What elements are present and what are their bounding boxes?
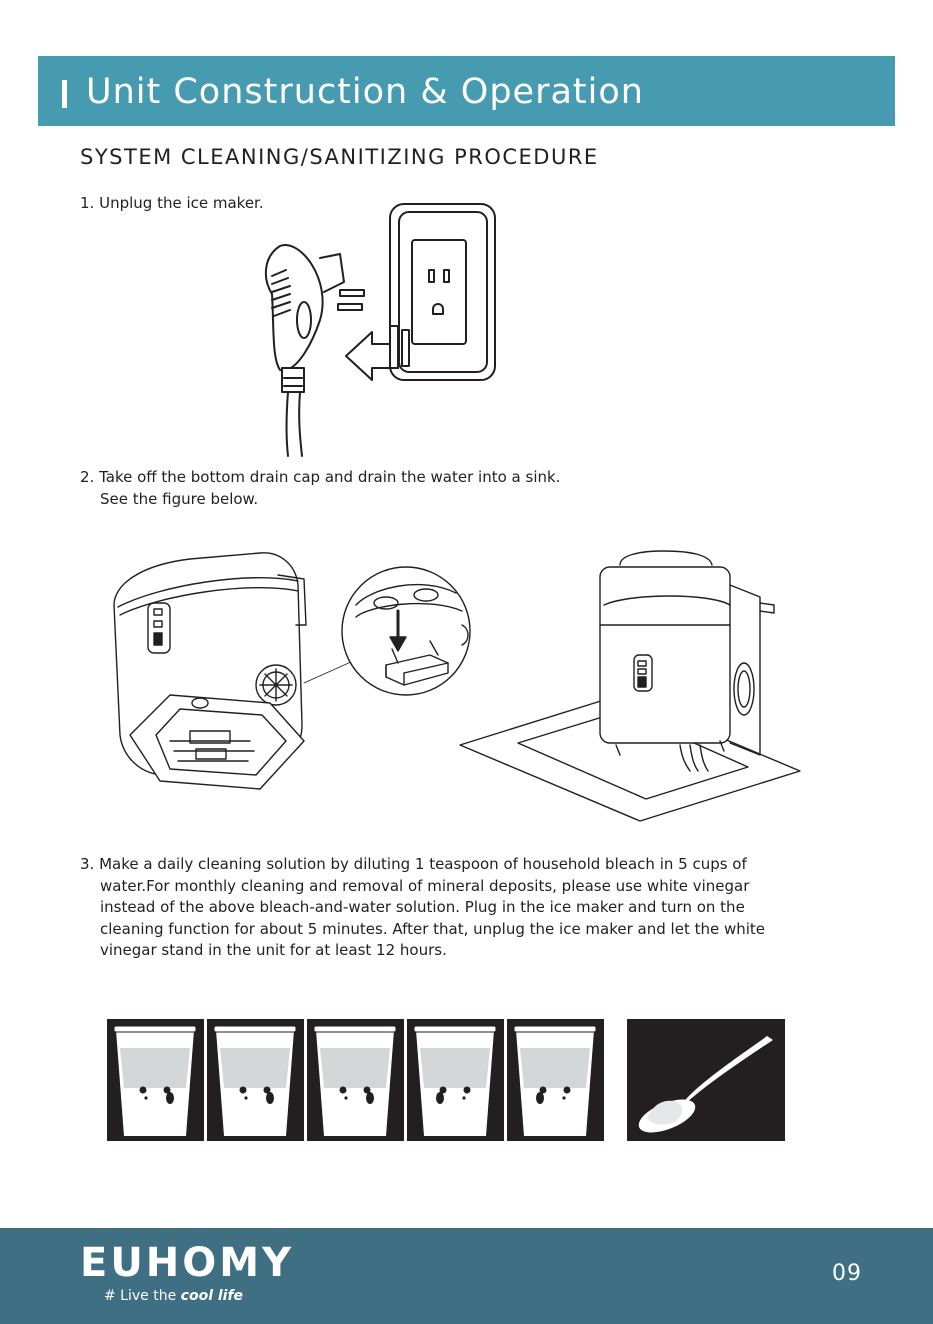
page-number: 09 [832, 1261, 862, 1286]
step-text-continued: instead of the above bleach-and-water so… [100, 898, 745, 916]
step-number: 2. [80, 468, 95, 486]
teaspoon-illustration [627, 1019, 785, 1141]
step-text-continued: cleaning function for about 5 minutes. A… [100, 919, 766, 938]
header-bar: Unit Construction & Operation [38, 56, 895, 126]
step-text: Take off the bottom drain cap and drain … [99, 468, 561, 486]
brand-tagline: # Live the cool life [104, 1286, 243, 1306]
cup-icon [507, 1019, 604, 1141]
section-title: SYSTEM CLEANING/SANITIZING PROCEDURE [80, 145, 599, 169]
unplug-illustration [264, 203, 496, 457]
header-accent-bar [62, 80, 67, 108]
cups-illustration [107, 1019, 604, 1141]
cup-icon [107, 1019, 204, 1141]
cup-icon [207, 1019, 304, 1141]
spoon-icon [638, 1036, 773, 1133]
step-text: Make a daily cleaning solution by diluti… [99, 855, 747, 873]
step-text-continued: vinegar stand in the unit for at least 1… [100, 941, 447, 959]
cup-icon [307, 1019, 404, 1141]
step-text-continued: See the figure below. [100, 489, 259, 508]
drain-illustration [113, 550, 801, 822]
page-title: Unit Construction & Operation [86, 72, 644, 112]
tagline-prefix: # Live the [104, 1288, 177, 1304]
cup-icon [407, 1019, 504, 1141]
step-2: 2. Take off the bottom drain cap and dra… [80, 467, 560, 510]
tagline-emphasis: cool life [180, 1288, 244, 1304]
step-number: 1. [80, 194, 95, 212]
brand-logo: EUHOMY [80, 1240, 295, 1286]
step-text: Unplug the ice maker. [99, 194, 264, 212]
step-number: 3. [80, 855, 95, 873]
step-1: 1. Unplug the ice maker. [80, 193, 264, 215]
step-text-continued: water.For monthly cleaning and removal o… [100, 876, 750, 895]
step-3: 3. Make a daily cleaning solution by dil… [80, 854, 765, 962]
footer-bar: EUHOMY # Live the cool life 09 [0, 1228, 933, 1324]
